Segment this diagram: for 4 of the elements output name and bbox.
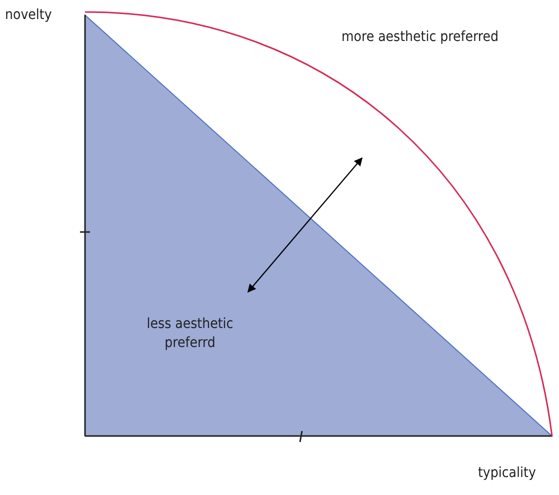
axis-label: novelty bbox=[5, 7, 52, 23]
region-label: less aesthetic preferrd bbox=[146, 316, 234, 351]
region-label: more aesthetic preferred bbox=[341, 29, 498, 45]
axis-label: typicality bbox=[478, 465, 536, 481]
